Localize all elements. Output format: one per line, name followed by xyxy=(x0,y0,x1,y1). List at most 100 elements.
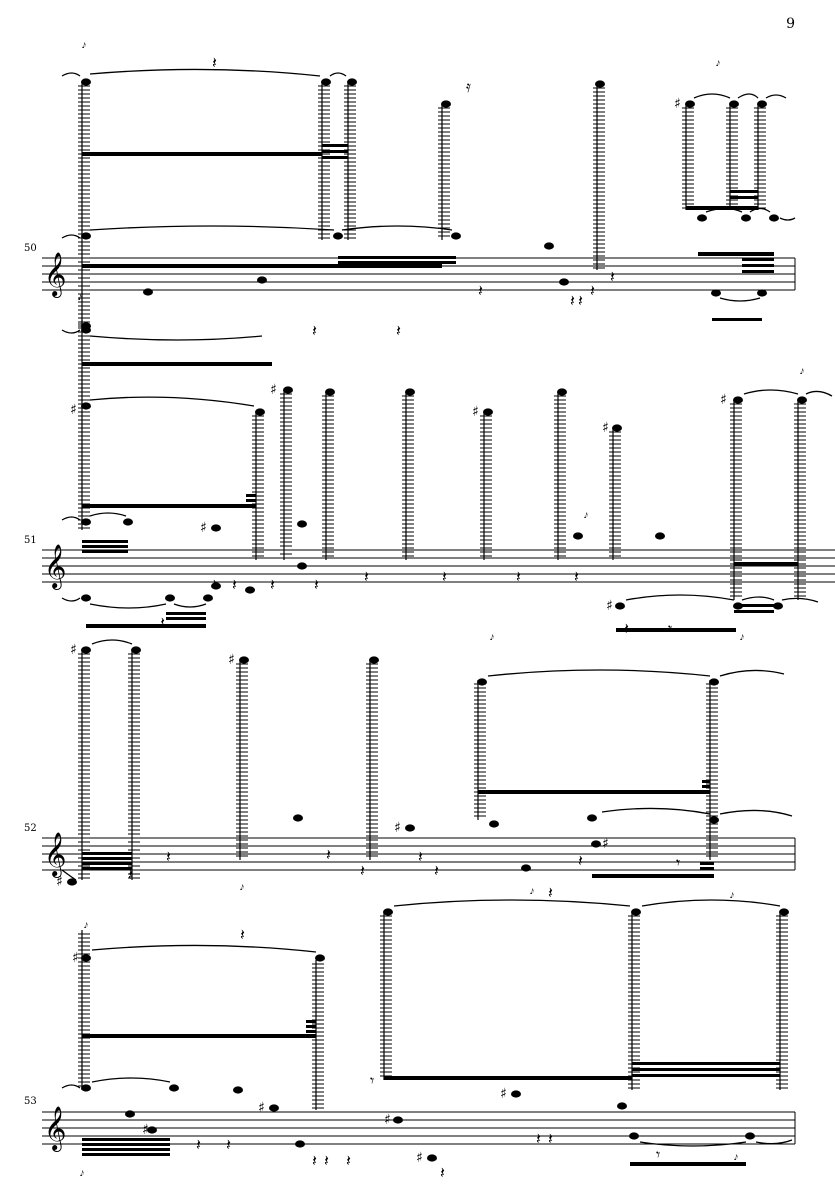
staff-lines xyxy=(42,837,796,871)
notehead xyxy=(741,214,751,222)
grace-slash-icon: 𝆔 xyxy=(490,629,494,643)
treble-clef-icon: 𝄞 xyxy=(44,832,66,878)
noteheads xyxy=(81,908,789,1162)
notehead xyxy=(81,322,91,330)
grace-slash-icon: 𝆔 xyxy=(80,1165,84,1179)
grace-slash-icon: 𝆔 xyxy=(84,917,88,931)
sharp-icon: ♯ xyxy=(258,1100,265,1116)
notehead xyxy=(544,242,554,250)
system-50: 50 𝄞 xyxy=(24,37,796,366)
notehead xyxy=(441,100,451,108)
ledger-ticks xyxy=(78,653,718,879)
sharp-icon: ♯ xyxy=(384,1112,391,1128)
notehead xyxy=(757,100,767,108)
ties xyxy=(61,639,793,881)
quarter-rest-icon: 𝄽 xyxy=(326,845,331,864)
quarter-rest-icon: 𝄽 xyxy=(478,281,483,300)
grace-slash-icon: 𝆔 xyxy=(240,879,244,893)
grace-slash-icon: 𝆔 xyxy=(716,55,720,69)
sharp-icon: ♯ xyxy=(606,598,613,614)
notehead xyxy=(147,1126,157,1134)
notehead xyxy=(321,78,331,86)
quarter-rest-icon: 𝄽 xyxy=(624,619,629,638)
sharp-icon: ♯ xyxy=(70,642,77,658)
notehead xyxy=(709,816,719,824)
notehead xyxy=(81,232,91,240)
quarter-rest-icon: 𝄽 xyxy=(324,1151,329,1170)
quarter-rest-icon: 𝄽 xyxy=(434,861,439,880)
noteheads xyxy=(81,322,807,610)
sharp-icon: ♯ xyxy=(228,652,235,668)
notehead xyxy=(511,1090,521,1098)
notehead xyxy=(629,1132,639,1140)
symbols: ♯ ♯ ♯ ♯ ♯ ♯ 𝄽 𝄽 𝄽 𝄽 𝄽 𝄽 𝄽 𝄽 𝄽 𝄾 𝄾 𝆔 𝆔 xyxy=(72,917,738,1182)
eighth-rest-icon: 𝄾 xyxy=(656,1145,660,1164)
notehead xyxy=(615,602,625,610)
notehead xyxy=(295,1140,305,1148)
notehead xyxy=(729,100,739,108)
notehead xyxy=(123,518,133,526)
notehead xyxy=(685,100,695,108)
ties xyxy=(61,389,833,609)
grace-slash-icon: 𝆔 xyxy=(78,289,82,303)
measure-number: 51 xyxy=(24,535,37,546)
sharp-icon: ♯ xyxy=(394,820,401,836)
notehead xyxy=(631,908,641,916)
notehead xyxy=(67,878,77,886)
ledger-column xyxy=(81,82,759,330)
notehead xyxy=(612,424,622,432)
sharp-icon: ♯ xyxy=(56,874,63,890)
notehead xyxy=(269,1104,279,1112)
notehead xyxy=(203,594,213,602)
symbols: ♯ ♯ ♯ ♯ ♯ ♯ ♯ 𝄽 𝄽 𝄽 𝄽 𝄽 𝄽 𝄽 𝄽 𝄽 𝄽 𝄾 𝆔 xyxy=(70,289,804,638)
notehead xyxy=(81,78,91,86)
notehead xyxy=(595,80,605,88)
staff-lines xyxy=(42,549,835,583)
notehead xyxy=(557,388,567,396)
notehead xyxy=(239,656,249,664)
grace-slash-icon: 𝆔 xyxy=(734,1149,738,1163)
notehead xyxy=(655,532,665,540)
quarter-rest-icon: 𝄽 xyxy=(160,613,165,632)
notehead xyxy=(315,954,325,962)
notehead xyxy=(405,824,415,832)
notehead xyxy=(293,814,303,822)
notehead xyxy=(427,1154,437,1162)
sharp-icon: ♯ xyxy=(416,1150,423,1166)
notehead xyxy=(165,594,175,602)
notehead xyxy=(369,656,379,664)
quarter-rest-icon: 𝄽 xyxy=(442,567,447,586)
notehead xyxy=(797,396,807,404)
quarter-rest-icon: 𝄽 xyxy=(536,1129,541,1148)
quarter-rest-icon: 𝄽 xyxy=(440,1163,445,1181)
notehead xyxy=(81,646,91,654)
ledger-column xyxy=(81,912,781,1110)
noteheads xyxy=(67,646,719,886)
notehead xyxy=(143,288,153,296)
quarter-rest-icon: 𝄽 xyxy=(314,575,319,594)
grace-slash-icon: 𝆔 xyxy=(740,629,744,643)
sharp-icon: ♯ xyxy=(472,404,479,420)
quarter-rest-icon: 𝄽 xyxy=(570,291,575,310)
grace-slash-icon: 𝆔 xyxy=(584,507,588,521)
notehead xyxy=(559,278,569,286)
quarter-rest-icon: 𝄽 xyxy=(574,567,579,586)
notehead xyxy=(697,214,707,222)
grace-slash-icon: 𝆔 xyxy=(82,37,86,51)
sharp-icon: ♯ xyxy=(602,420,609,436)
notehead xyxy=(733,396,743,404)
notehead xyxy=(81,594,91,602)
quarter-rest-icon: 𝄽 xyxy=(226,1135,231,1154)
notehead xyxy=(489,820,499,828)
measure-number: 50 xyxy=(24,243,37,254)
page-number: 9 xyxy=(786,16,795,32)
treble-clef-icon: 𝄞 xyxy=(44,544,66,590)
system-51: 51 𝄞 xyxy=(24,289,835,638)
system-53: 53 𝄞 xyxy=(24,899,796,1182)
quarter-rest-icon: 𝄽 xyxy=(418,847,423,866)
notehead xyxy=(211,524,221,532)
quarter-rest-icon: 𝄽 xyxy=(212,575,217,594)
beams xyxy=(82,494,798,632)
